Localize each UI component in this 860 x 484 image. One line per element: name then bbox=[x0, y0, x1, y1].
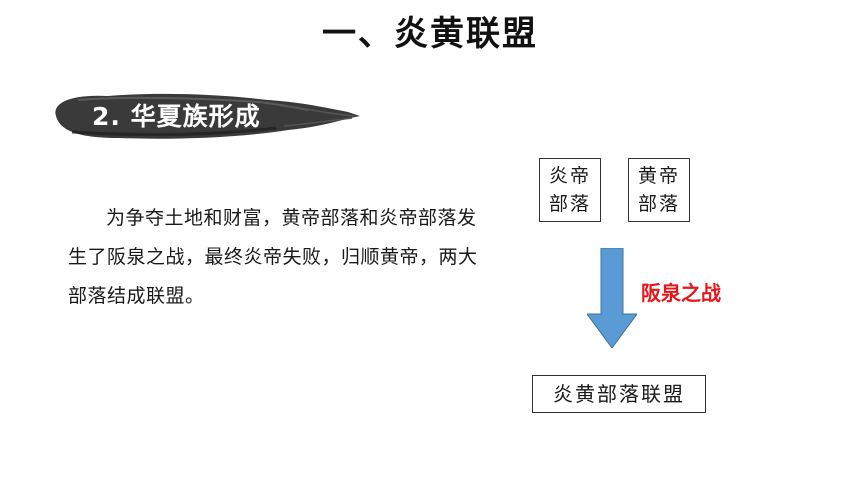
tribe-box-yandi: 炎帝 部落 bbox=[539, 158, 601, 222]
section-heading: 2. 华夏族形成 bbox=[92, 102, 261, 131]
tribe-suffix: 部落 bbox=[548, 193, 591, 215]
tribe-box-huangdi: 黄帝 部落 bbox=[628, 158, 690, 222]
ink-brush-stroke bbox=[55, 93, 360, 139]
tribe-name: 炎帝 bbox=[548, 165, 591, 187]
battle-label: 阪泉之战 bbox=[641, 281, 721, 305]
body-paragraph: 为争夺土地和财富，黄帝部落和炎帝部落发生了阪泉之战，最终炎帝失败，归顺黄帝，两大… bbox=[68, 207, 478, 307]
tribe-suffix: 部落 bbox=[637, 193, 680, 215]
down-arrow-icon bbox=[587, 248, 637, 348]
alliance-box: 炎黄部落联盟 bbox=[532, 375, 706, 413]
tribe-name: 黄帝 bbox=[637, 165, 680, 187]
slide-title: 一、炎黄联盟 bbox=[322, 14, 538, 54]
